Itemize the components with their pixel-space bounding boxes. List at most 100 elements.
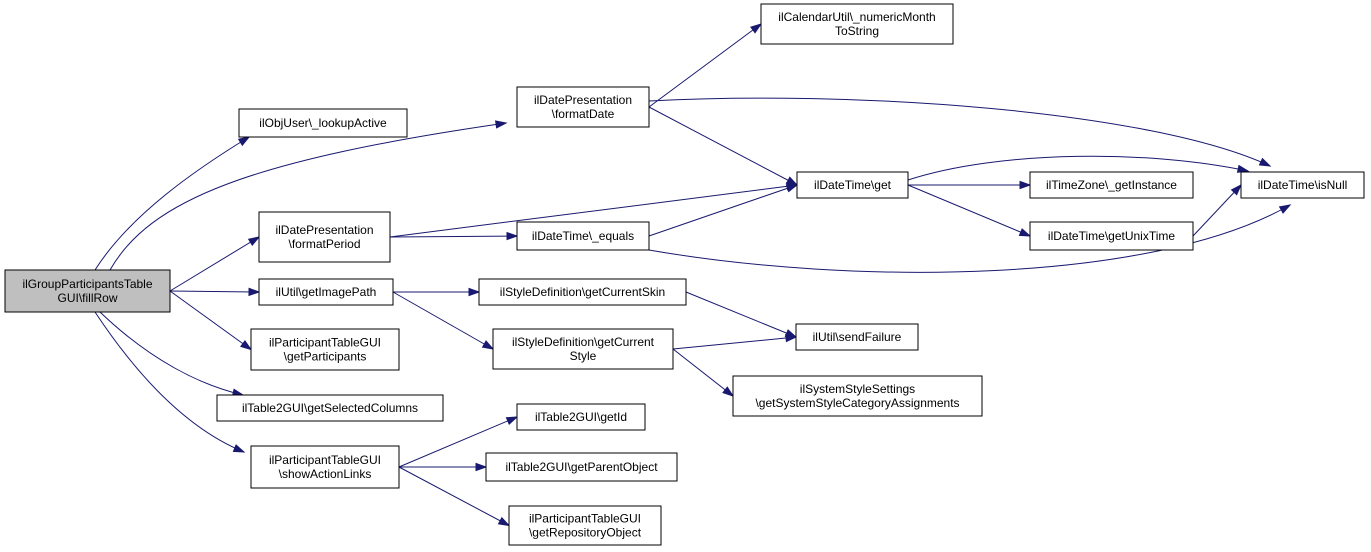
node-box[interactable] bbox=[1029, 221, 1194, 251]
arrowhead bbox=[232, 444, 246, 453]
arrowhead bbox=[785, 333, 798, 343]
node-label-line: ilStyleDefinition\getCurrentSkin bbox=[500, 285, 665, 299]
node-box[interactable] bbox=[516, 221, 650, 251]
node-box[interactable] bbox=[258, 211, 391, 263]
node-label-line: \getSystemStyleCategoryAssignments bbox=[755, 396, 959, 410]
node-label-line: ilTimeZone\_getInstance bbox=[1046, 178, 1177, 192]
node-t2Parent[interactable]: ilTable2GUI\getParentObject bbox=[485, 452, 678, 482]
edge-utilImage-to-sdSkin bbox=[393, 287, 481, 297]
node-box[interactable] bbox=[4, 269, 171, 313]
edge-dtUnix-to-dtIsNull bbox=[1192, 183, 1243, 237]
node-label-line: ilTable2GUI\getSelectedColumns bbox=[242, 401, 418, 415]
edge-ptgActions-to-ptgRepo bbox=[398, 466, 511, 527]
node-t2Id[interactable]: ilTable2GUI\getId bbox=[516, 403, 646, 431]
edge-utilImage-to-sdStyle bbox=[392, 291, 495, 350]
node-dtIsNull[interactable]: ilDateTime\isNull bbox=[1240, 171, 1365, 199]
edge-dtGet-to-dtUnix bbox=[907, 184, 1032, 237]
node-label-line: ilSystemStyleSettings bbox=[800, 382, 915, 396]
arrowhead bbox=[506, 231, 519, 241]
arrowhead bbox=[1278, 204, 1292, 214]
node-label-line: \showActionLinks bbox=[279, 467, 372, 481]
node-box[interactable] bbox=[238, 108, 408, 138]
arrowhead bbox=[247, 236, 261, 247]
arrowhead bbox=[1258, 157, 1272, 167]
node-ptgActions[interactable]: ilParticipantTableGUI\showActionLinks bbox=[250, 445, 400, 489]
node-label-line: ilDateTime\get bbox=[814, 178, 892, 192]
node-label-line: \formatDate bbox=[552, 107, 615, 121]
node-box[interactable] bbox=[795, 323, 919, 351]
edge-fillRow-to-t2Columns bbox=[99, 311, 245, 397]
node-sdSkin[interactable]: ilStyleDefinition\getCurrentSkin bbox=[478, 278, 687, 306]
node-box[interactable] bbox=[508, 505, 662, 546]
call-edges bbox=[94, 23, 1292, 527]
node-dpFormatPeriod[interactable]: ilDatePresentation\formatPeriod bbox=[258, 211, 391, 263]
node-dtGet[interactable]: ilDateTime\get bbox=[796, 171, 909, 199]
node-box[interactable] bbox=[250, 445, 400, 489]
node-ptgRepo[interactable]: ilParticipantTableGUI\getRepositoryObjec… bbox=[508, 505, 662, 546]
node-box[interactable] bbox=[478, 278, 687, 306]
node-utilImage[interactable]: ilUtil\getImagePath bbox=[258, 278, 394, 306]
node-box[interactable] bbox=[492, 328, 674, 370]
node-dtUnix[interactable]: ilDateTime\getUnixTime bbox=[1029, 221, 1194, 251]
edge-fillRow-to-dpFormatDate bbox=[109, 120, 508, 271]
node-label-line: ilDateTime\isNull bbox=[1258, 178, 1348, 192]
node-label-line: Style bbox=[570, 349, 597, 363]
node-box[interactable] bbox=[516, 403, 646, 431]
arrowhead bbox=[1019, 180, 1032, 190]
edge-dtGet-to-tzInstance bbox=[908, 180, 1032, 190]
node-dpFormatDate[interactable]: ilDatePresentation\formatDate bbox=[516, 86, 650, 128]
node-label-line: ilDateTime\getUnixTime bbox=[1048, 229, 1175, 243]
edge-dpFormatPeriod-to-dtEquals bbox=[389, 231, 519, 241]
node-label-line: ToString bbox=[835, 24, 879, 38]
node-box[interactable] bbox=[732, 375, 983, 417]
node-box[interactable] bbox=[1240, 171, 1365, 199]
node-label-line: ilTable2GUI\getParentObject bbox=[505, 460, 658, 474]
node-box[interactable] bbox=[250, 328, 400, 371]
edge-dpFormatDate-to-numericMonth bbox=[648, 23, 763, 108]
arrowhead bbox=[495, 120, 508, 129]
node-sysStyle[interactable]: ilSystemStyleSettings\getSystemStyleCate… bbox=[732, 375, 983, 417]
node-label-line: ilTable2GUI\getId bbox=[535, 410, 627, 424]
node-label-line: ilCalendarUtil\_numericMonth bbox=[778, 10, 935, 24]
edge-fillRow-to-ptgActions bbox=[94, 311, 246, 453]
node-label-line: ilParticipantTableGUI bbox=[269, 453, 381, 467]
node-box[interactable] bbox=[796, 171, 909, 199]
node-label-line: ilDateTime\_equals bbox=[532, 229, 634, 243]
node-box[interactable] bbox=[258, 278, 394, 306]
node-label-line: ilParticipantTableGUI bbox=[269, 336, 381, 350]
edge-sdStyle-to-utilFailure bbox=[672, 333, 798, 350]
arrowhead bbox=[1236, 164, 1250, 173]
arrowhead bbox=[1018, 228, 1032, 237]
node-tzInstance[interactable]: ilTimeZone\_getInstance bbox=[1029, 171, 1194, 199]
node-box[interactable] bbox=[1029, 171, 1194, 199]
node-label-line: ilGroupParticipantsTable bbox=[22, 277, 152, 291]
node-label-line: ilObjUser\_lookupActive bbox=[259, 116, 387, 130]
arrowhead bbox=[505, 416, 519, 425]
arrowhead bbox=[237, 136, 251, 147]
node-ptgParticipants[interactable]: ilParticipantTableGUI\getParticipants bbox=[250, 328, 400, 371]
node-label-line: ilDatePresentation bbox=[534, 93, 632, 107]
node-dtEquals[interactable]: ilDateTime\_equals bbox=[516, 221, 650, 251]
arrowhead bbox=[475, 462, 488, 472]
arrowhead bbox=[785, 184, 799, 193]
node-t2Columns[interactable]: ilTable2GUI\getSelectedColumns bbox=[216, 394, 444, 422]
edge-fillRow-to-ptgParticipants bbox=[169, 290, 253, 351]
arrowhead bbox=[1230, 183, 1243, 196]
edge-dpFormatDate-to-dtIsNull bbox=[648, 97, 1272, 167]
arrowhead bbox=[248, 287, 261, 297]
node-box[interactable] bbox=[760, 3, 954, 45]
node-box[interactable] bbox=[216, 394, 444, 422]
edge-dpFormatDate-to-dtGet bbox=[648, 106, 799, 186]
node-box[interactable] bbox=[485, 452, 678, 482]
edge-fillRow-to-lookupActive bbox=[94, 136, 251, 271]
node-box[interactable] bbox=[516, 86, 650, 128]
node-lookupActive[interactable]: ilObjUser\_lookupActive bbox=[238, 108, 408, 138]
arrowhead bbox=[497, 516, 511, 527]
arrowhead bbox=[722, 386, 735, 397]
arrowhead bbox=[240, 339, 253, 351]
node-utilFailure[interactable]: ilUtil\sendFailure bbox=[795, 323, 919, 351]
node-label-line: \getRepositoryObject bbox=[529, 526, 642, 540]
